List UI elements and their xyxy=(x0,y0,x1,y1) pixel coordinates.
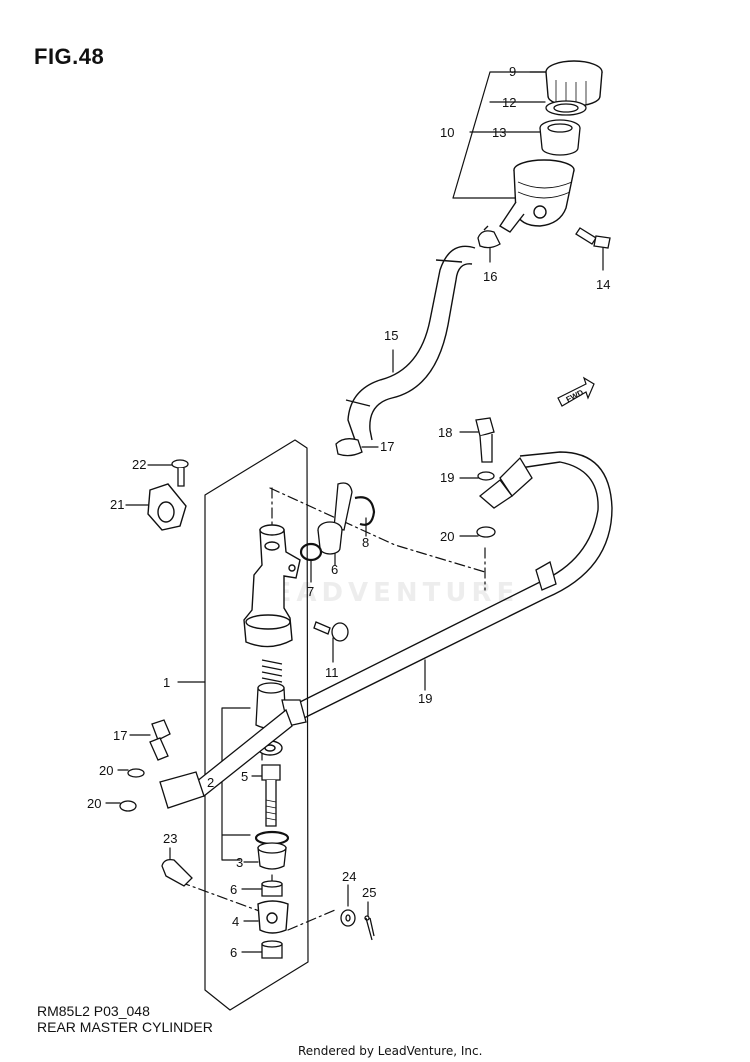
callout-9: 8 xyxy=(362,535,369,550)
callout-19a: 18 xyxy=(438,425,452,440)
gasket-washers xyxy=(119,471,496,812)
fwd-arrow-icon xyxy=(557,376,595,407)
callout-13: 12 xyxy=(502,95,516,110)
callout-1: 1 xyxy=(163,675,170,690)
model-code: RM85L2 P03_048 xyxy=(37,1003,150,1019)
callout-6a: 6 xyxy=(230,882,237,897)
callout-11: 10 xyxy=(440,125,454,140)
union-bolt-upper xyxy=(475,417,495,463)
joint-fitting xyxy=(317,482,353,555)
callout-3: 3 xyxy=(236,855,243,870)
diagram-caption: REAR MASTER CYLINDER xyxy=(37,1019,213,1035)
watermark: LEADVENTURE xyxy=(252,578,520,608)
reservoir-hose xyxy=(345,245,476,441)
reservoir-body xyxy=(499,159,575,233)
callout-6b: 6 xyxy=(230,945,237,960)
callout-24: 24 xyxy=(342,869,356,884)
callout-8: 7 xyxy=(307,584,314,599)
callout-19b: 17 xyxy=(113,728,127,743)
nut-upper xyxy=(261,880,283,897)
callout-2: 2 xyxy=(207,775,214,790)
render-credit: Rendered by LeadVenture, Inc. xyxy=(298,1044,483,1058)
group-1-bracket xyxy=(204,439,309,1011)
guide-screw xyxy=(171,459,189,487)
hose-clamp-lower xyxy=(335,438,363,457)
bolt-10 xyxy=(313,621,349,642)
group-11-bracket xyxy=(452,71,546,199)
callout-7: 6 xyxy=(331,562,338,577)
callout-15: 14 xyxy=(596,277,610,292)
callout-20c: 20 xyxy=(99,763,113,778)
cotter-pin xyxy=(364,915,375,941)
callout-25: 25 xyxy=(362,885,376,900)
callout-5: 5 xyxy=(241,769,248,784)
master-cylinder-body xyxy=(243,524,301,648)
o-ring xyxy=(299,542,323,562)
nut-lower xyxy=(261,940,283,959)
hose-guide xyxy=(147,483,187,531)
callout-4: 4 xyxy=(232,914,239,929)
callout-20d: 20 xyxy=(87,796,101,811)
hose-end-upper xyxy=(478,456,557,591)
callout-18: 19 xyxy=(418,691,432,706)
clevis xyxy=(257,900,289,934)
brake-hose xyxy=(299,451,613,719)
callout-14: 13 xyxy=(492,125,506,140)
reservoir-cap xyxy=(545,60,603,107)
callout-10: 11 xyxy=(325,665,339,680)
callout-20a: 19 xyxy=(440,470,454,485)
retaining-clip xyxy=(354,496,376,526)
callout-16: 15 xyxy=(384,328,398,343)
diaphragm-plate xyxy=(545,100,587,116)
reservoir-bolt xyxy=(575,227,611,249)
callout-23: 23 xyxy=(163,831,177,846)
washer xyxy=(340,909,356,927)
callout-labels: 9 12 13 10 14 16 15 17 18 19 20 22 21 8 … xyxy=(87,64,610,960)
hose-clamp-top xyxy=(477,225,501,249)
callout-17a: 16 xyxy=(483,269,497,284)
boot xyxy=(257,842,287,870)
diaphragm xyxy=(539,119,581,156)
hose-end-lower xyxy=(159,699,307,809)
callout-22: 22 xyxy=(132,457,146,472)
circlip xyxy=(254,830,290,846)
figure-title: FIG.48 xyxy=(34,44,105,69)
callout-17b: 17 xyxy=(380,439,394,454)
push-rod xyxy=(261,764,281,827)
clevis-pin xyxy=(161,858,193,887)
group-2-bracket xyxy=(214,707,251,861)
union-bolt-lower xyxy=(149,719,171,761)
spring xyxy=(261,659,283,683)
callout-21: 21 xyxy=(110,497,124,512)
callout-20b: 20 xyxy=(440,529,454,544)
callout-12: 9 xyxy=(509,64,516,79)
